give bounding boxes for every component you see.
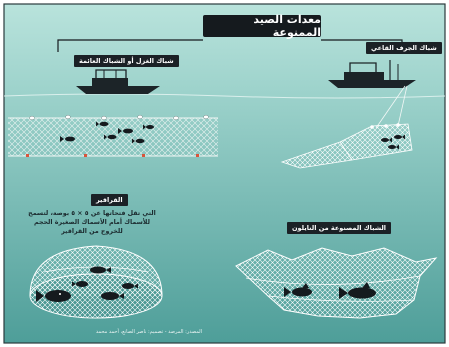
page-title: معدات الصيد الممنوعة (203, 13, 321, 39)
boat-right (328, 60, 416, 88)
gillnet-illustration (8, 114, 218, 157)
page-title-text: معدات الصيد الممنوعة (253, 13, 321, 39)
boat-left (76, 69, 160, 94)
trawl-net-illustration (280, 85, 413, 169)
water-surface-line (3, 93, 446, 99)
source-credit: المصدر: المرصد - تصميم: ناصر الصانع، أحم… (95, 329, 202, 335)
label-trawl: شباك الجرف القاعي (366, 42, 442, 54)
label-nylon-net: الشباك المصنوعة من النايلون (287, 222, 392, 234)
traps-description: التي تقل فتحاتها عن ٥ × ٥ بوصة، لتسمح لل… (28, 210, 156, 235)
nylon-net-illustration (235, 247, 438, 319)
label-traps: القراقير (91, 194, 128, 206)
label-gillnet: شباك الغزل أو الشباك العائمة (74, 55, 179, 67)
trap-illustration (29, 245, 163, 319)
